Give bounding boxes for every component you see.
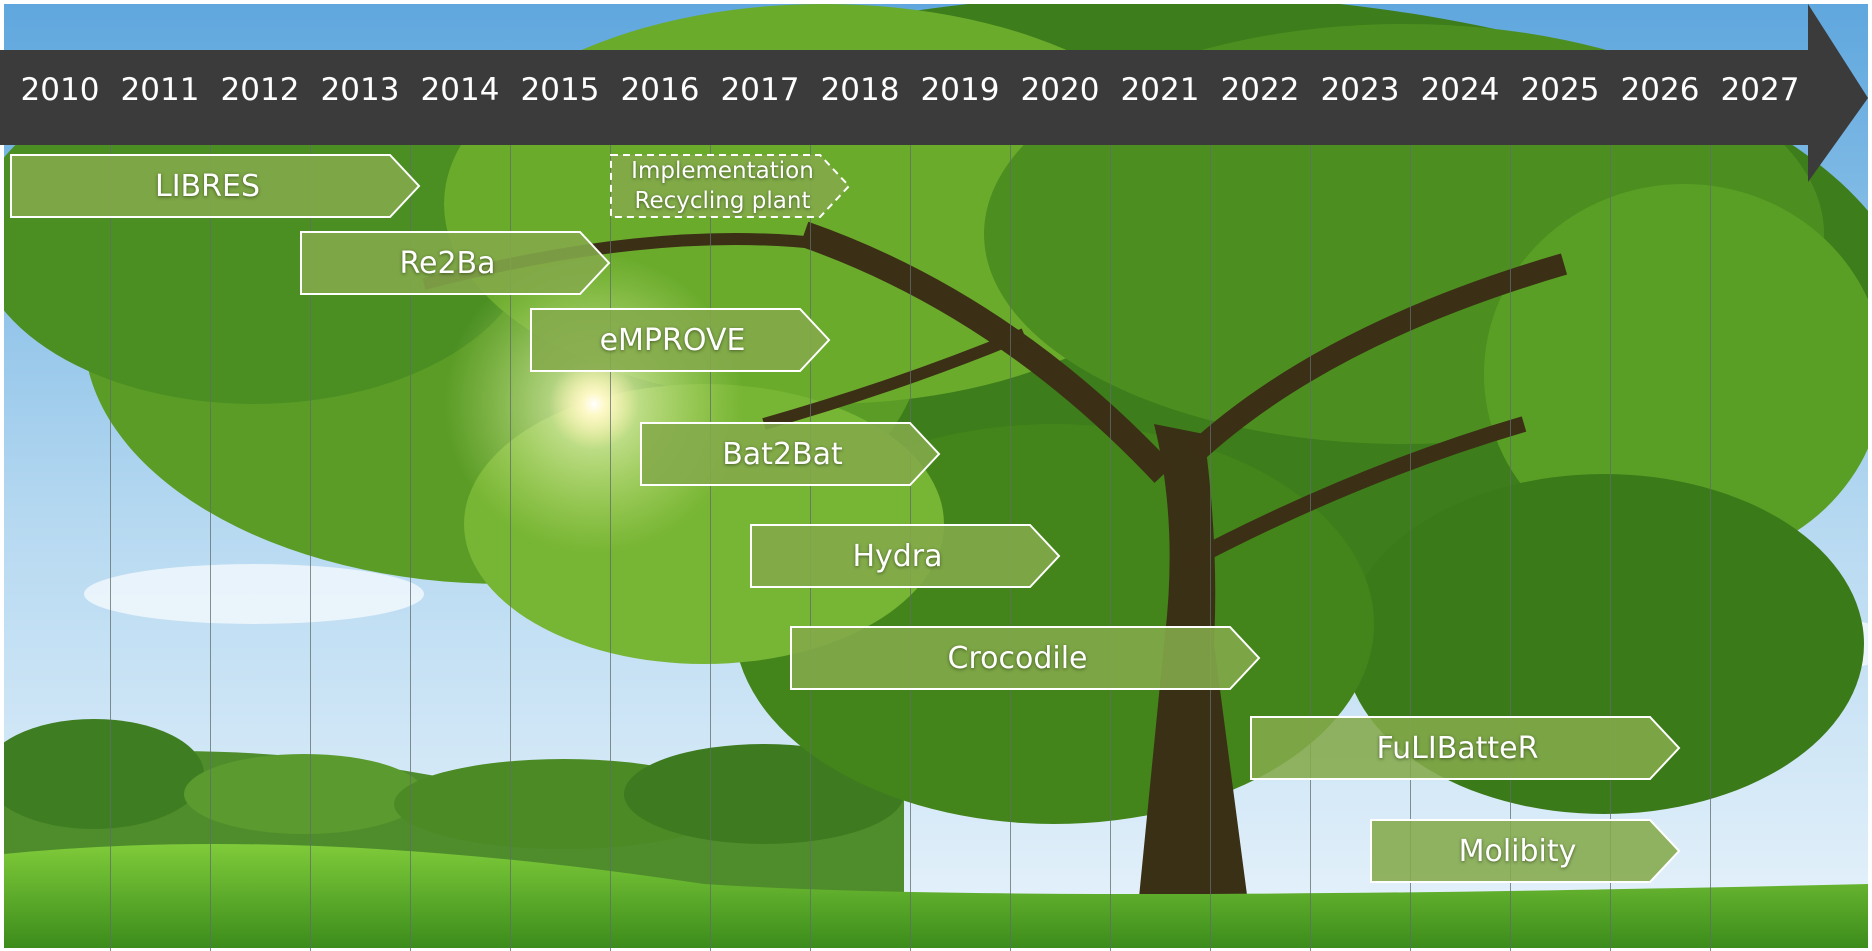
- chevron-body: [640, 422, 941, 486]
- year-label-2019: 2019: [920, 72, 1000, 108]
- project-emprove: eMPROVE: [530, 308, 831, 372]
- year-label-2018: 2018: [820, 72, 900, 108]
- gridline: [1710, 145, 1711, 951]
- project-label: Re2Ba: [399, 245, 496, 281]
- chevron-shape: [750, 524, 1061, 588]
- gridline: [410, 145, 411, 951]
- project-fulibatter: FuLIBatteR: [1250, 716, 1681, 780]
- chevron-body: [10, 154, 421, 218]
- chevron-shape: [530, 308, 831, 372]
- year-label-2022: 2022: [1220, 72, 1300, 108]
- project-label: Hydra: [852, 538, 943, 574]
- gridline: [310, 145, 311, 951]
- year-label-2024: 2024: [1420, 72, 1500, 108]
- gridline: [110, 145, 111, 951]
- year-label-2017: 2017: [720, 72, 800, 108]
- year-label-2012: 2012: [220, 72, 300, 108]
- gridline: [1610, 145, 1611, 951]
- gridline: [610, 145, 611, 951]
- project-re2ba: Re2Ba: [300, 231, 611, 295]
- chevron-body: [790, 626, 1261, 690]
- gridline: [210, 145, 211, 951]
- project-hydra: Hydra: [750, 524, 1061, 588]
- project-libres: LIBRES: [10, 154, 421, 218]
- year-label-2014: 2014: [420, 72, 500, 108]
- project-label: Crocodile: [947, 640, 1088, 676]
- gridline: [710, 145, 711, 951]
- chevron-body: [750, 524, 1061, 588]
- chevron-body: [530, 308, 831, 372]
- chevron-body: [1370, 819, 1681, 883]
- project-label: eMPROVE: [599, 322, 746, 358]
- gridline: [1110, 145, 1111, 951]
- year-label-2011: 2011: [120, 72, 200, 108]
- chevron-shape: [1370, 819, 1681, 883]
- year-label-2027: 2027: [1720, 72, 1800, 108]
- year-label-2026: 2026: [1620, 72, 1700, 108]
- chevron-shape: [610, 154, 851, 218]
- chevron-body: [610, 154, 851, 218]
- project-label: Molibity: [1458, 833, 1577, 869]
- project-molibity: Molibity: [1370, 819, 1681, 883]
- gridline: [1310, 145, 1311, 951]
- project-crocodile: Crocodile: [790, 626, 1261, 690]
- chevron-shape: [640, 422, 941, 486]
- year-label-2025: 2025: [1520, 72, 1600, 108]
- project-label: FuLIBatteR: [1376, 730, 1539, 766]
- gridline: [1210, 145, 1211, 951]
- gridline: [1410, 145, 1411, 951]
- year-label-2015: 2015: [520, 72, 600, 108]
- project-label: Bat2Bat: [722, 436, 843, 472]
- chevron-body: [1250, 716, 1681, 780]
- chevron-body: [300, 231, 611, 295]
- year-label-2013: 2013: [320, 72, 400, 108]
- project-label: LIBRES: [155, 168, 260, 204]
- year-label-2020: 2020: [1020, 72, 1100, 108]
- gridline: [510, 145, 511, 951]
- year-label-2021: 2021: [1120, 72, 1200, 108]
- year-label-2016: 2016: [620, 72, 700, 108]
- year-label-2023: 2023: [1320, 72, 1400, 108]
- project-bat2bat: Bat2Bat: [640, 422, 941, 486]
- chevron-shape: [300, 231, 611, 295]
- chevron-shape: [1250, 716, 1681, 780]
- chevron-shape: [790, 626, 1261, 690]
- chevron-shape: [10, 154, 421, 218]
- year-label-2010: 2010: [20, 72, 100, 108]
- gridline: [1510, 145, 1511, 951]
- project-label: Implementation Recycling plant: [631, 158, 814, 214]
- project-implementation-recycling-plant: Implementation Recycling plant: [610, 154, 851, 218]
